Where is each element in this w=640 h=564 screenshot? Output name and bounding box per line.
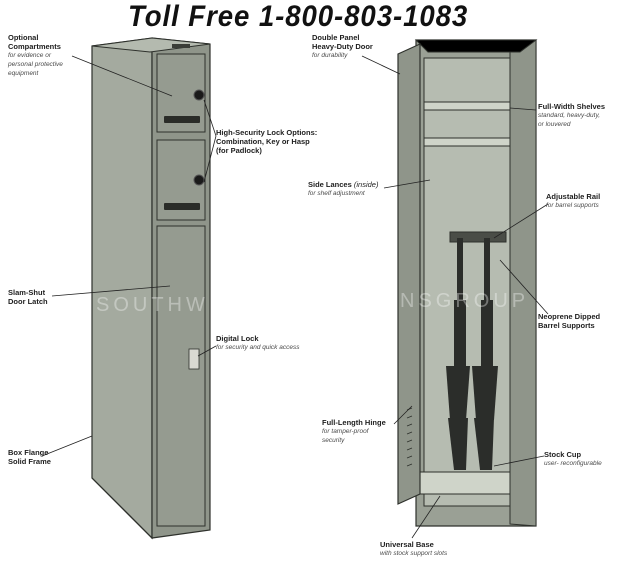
callout-title-line: Slam-Shut (8, 288, 46, 297)
door-vents (406, 407, 413, 467)
callout-box-flange: Box Flange Solid Frame (8, 448, 51, 466)
callout-title-line: Heavy-Duty Door (312, 42, 373, 51)
left-locker-nameplate (172, 44, 190, 48)
upper-combination-lock (193, 89, 205, 101)
callout-high-security-lock: High-Security Lock Options: Combination,… (216, 128, 317, 155)
callout-full-width-shelves: Full-Width Shelves standard, heavy-duty,… (538, 102, 605, 129)
callout-sub-line: for tamper-proof (322, 428, 369, 435)
lower-compartment-handle (164, 203, 200, 210)
right-locker (397, 39, 538, 527)
callout-adjustable-rail: Adjustable Rail for barrel supports (546, 192, 600, 210)
lower-combination-lock (193, 174, 205, 186)
adjustable-rail (449, 231, 507, 243)
callout-title-line: Digital Lock (216, 334, 259, 343)
callout-title-line: Side Lances (inside) (308, 180, 378, 189)
callout-title-line: Adjustable Rail (546, 192, 601, 201)
callout-title-line: (for Padlock) (216, 146, 262, 155)
rifle-left (446, 238, 470, 470)
leader-lines (41, 55, 549, 539)
side-lances-note: (inside) (351, 180, 379, 189)
callout-title-line: Door Latch (8, 297, 48, 306)
callout-sub-line: or louvered (538, 121, 571, 128)
callout-stock-cup: Stock Cup user- reconfigurable (544, 450, 602, 468)
upper-shelf (423, 101, 511, 111)
callout-neoprene-barrel-supports: Neoprene Dipped Barrel Supports (538, 312, 600, 330)
callout-sub-line: for security and quick access (216, 344, 300, 351)
callout-sub-line: for durability (312, 52, 348, 59)
callout-digital-lock: Digital Lock for security and quick acce… (216, 334, 299, 352)
right-locker-right-frame (509, 39, 537, 527)
callout-sub-line: for evidence or (8, 52, 51, 59)
callout-sub-line: with stock support slots (380, 550, 448, 557)
side-lances-title: Side Lances (308, 180, 352, 189)
callout-slam-shut: Slam-Shut Door Latch (8, 288, 48, 306)
watermark-left: SOUTHW (96, 294, 209, 316)
open-door (397, 43, 421, 505)
callout-title-line: Barrel Supports (538, 321, 595, 330)
callout-title-line: Neoprene Dipped (538, 312, 601, 321)
callout-title-line: Compartments (8, 42, 61, 51)
main-locker-door (156, 225, 206, 527)
left-locker-base-line (91, 477, 153, 539)
callout-universal-base: Universal Base with stock support slots (380, 540, 447, 558)
callout-title-line: Solid Frame (8, 457, 51, 466)
callout-sub-line: equipment (8, 70, 39, 77)
left-locker-top (91, 37, 211, 53)
callout-sub-line: personal protective (8, 61, 63, 68)
callout-title-line: Stock Cup (544, 450, 582, 459)
watermark-right: NSGROUP (400, 290, 530, 312)
digital-lock-keypad (188, 348, 200, 370)
callout-full-length-hinge: Full-Length Hinge for tamper-proof secur… (322, 418, 386, 445)
universal-base (411, 471, 511, 495)
callout-title-line: Box Flange (8, 448, 49, 457)
right-locker-top (414, 39, 538, 53)
callout-double-panel-door: Double Panel Heavy-Duty Door for durabil… (312, 33, 373, 60)
callout-side-lances: Side Lances (inside) for shelf adjustmen… (308, 180, 378, 198)
callout-title-line: Full-Length Hinge (322, 418, 386, 427)
callout-title-line: High-Security Lock Options: (216, 128, 318, 137)
upper-compartment-handle (164, 116, 200, 123)
toll-free-phone-headline: Toll Free 1-800-803-1083 (128, 0, 469, 33)
callout-sub-line: for barrel supports (546, 202, 599, 209)
callout-sub-line: standard, heavy-duty, (538, 112, 601, 119)
callout-title-line: Combination, Key or Hasp (216, 137, 310, 146)
right-locker-interior (423, 57, 525, 507)
callout-title-line: Double Panel (312, 33, 360, 42)
callout-title-line: Optional (8, 33, 39, 42)
callout-optional-compartments: Optional Compartments for evidence or pe… (8, 33, 63, 78)
callout-sub-line: for shelf adjustment (308, 190, 365, 197)
lower-shelf (423, 137, 511, 147)
callout-sub-line: security (322, 437, 345, 444)
rifle-right (472, 238, 498, 470)
callout-title-line: Universal Base (380, 540, 434, 549)
callout-title-line: Full-Width Shelves (538, 102, 606, 111)
callout-sub-line: user- reconfigurable (544, 460, 602, 467)
